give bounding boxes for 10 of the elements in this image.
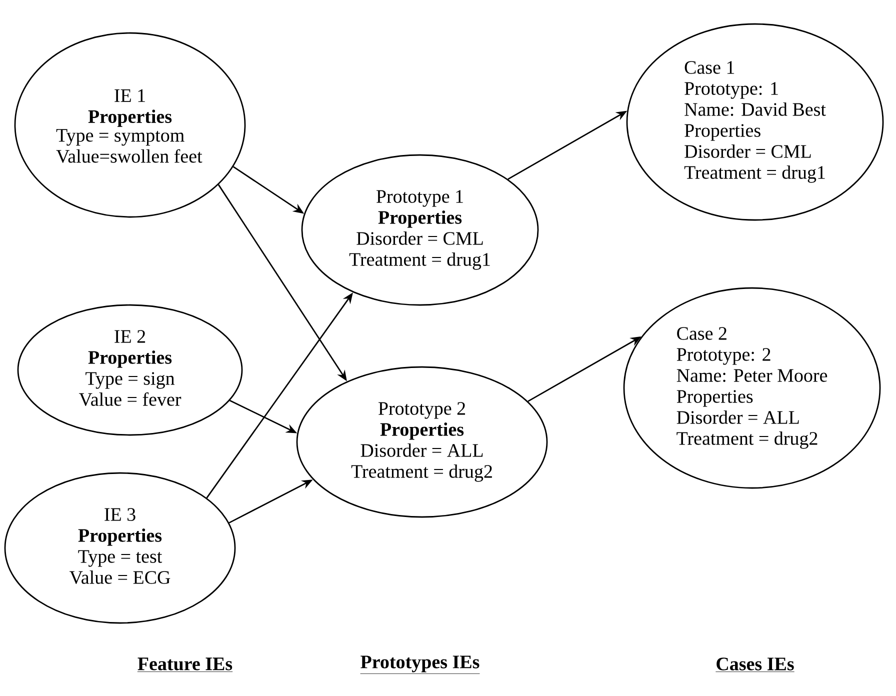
ellipse-node: Case 2 Prototype: 2 Name: Peter Moore Properties Disorder = ALL Treatment = drug2 (623, 287, 881, 489)
ellipse-node: IE 2 Properties Type = sign Value = fever (17, 304, 243, 436)
ellipse-node: Prototype 1 Properties Disorder = CML Treatment = drug1 (301, 154, 539, 306)
ellipse-node: IE 3 Properties Type = test Value = ECG (4, 472, 236, 624)
column-heading: Feature IEs (137, 658, 233, 672)
ellipse-node: IE 1 Properties Type = symptom Value=swollen feet (14, 32, 246, 218)
ellipse-node: Case 1 Prototype: 1 Name: David Best Properties Disorder = CML Treatment = drug1 (626, 23, 884, 221)
column-heading: Prototypes IEs (360, 656, 480, 674)
ellipse-node: Prototype 2 Properties Disorder = ALL Treatment = drug2 (296, 366, 548, 518)
column-heading: Cases IEs (715, 658, 795, 672)
